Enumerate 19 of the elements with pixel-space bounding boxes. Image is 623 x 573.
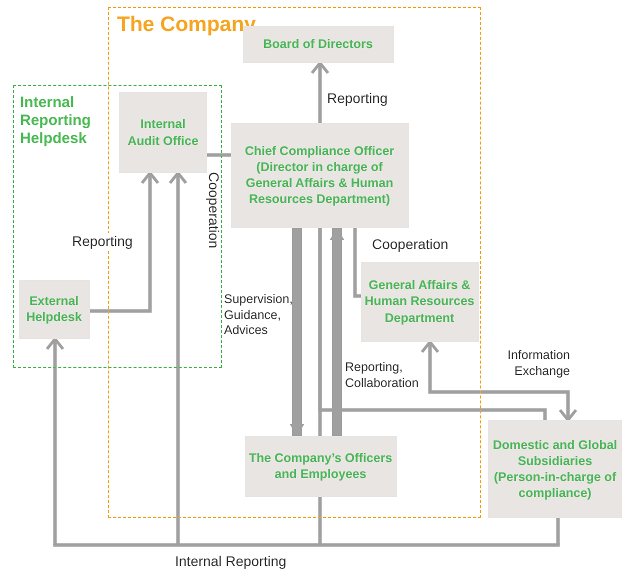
edge-label: Cooperation (372, 236, 448, 254)
arrow (46, 172, 560, 547)
connector-line (353, 228, 361, 298)
connector-line (318, 228, 547, 420)
edge-label: Internal Reporting (175, 553, 286, 570)
region-title: Internal Reporting Helpdesk (20, 94, 92, 148)
process-box: Chief Compliance Officer (Director in charge of General Affairs & Human Resources Department) (230, 122, 408, 228)
edge-label: Reporting (327, 90, 388, 108)
arrow (90, 172, 160, 313)
arrow (420, 340, 578, 422)
process-box: External Helpdesk (18, 280, 90, 338)
arrow (310, 62, 330, 123)
process-box: The Company’s Officers and Employees (244, 436, 396, 496)
connector-line (207, 153, 231, 157)
process-box: Domestic and Global Subsidiaries (Person-in-charge of compliance) (488, 420, 622, 518)
process-box: Internal Audit Office (119, 92, 207, 173)
edge-label: Cooperation (205, 172, 222, 248)
edge-label: Reporting (72, 233, 133, 250)
process-box: General Affairs & Human Resources Department (360, 262, 478, 342)
